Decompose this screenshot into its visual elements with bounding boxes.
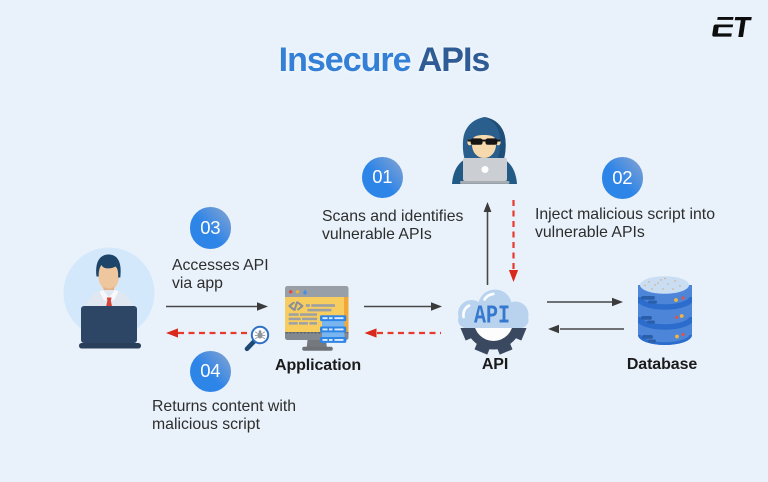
svg-text:API: API bbox=[474, 301, 510, 331]
